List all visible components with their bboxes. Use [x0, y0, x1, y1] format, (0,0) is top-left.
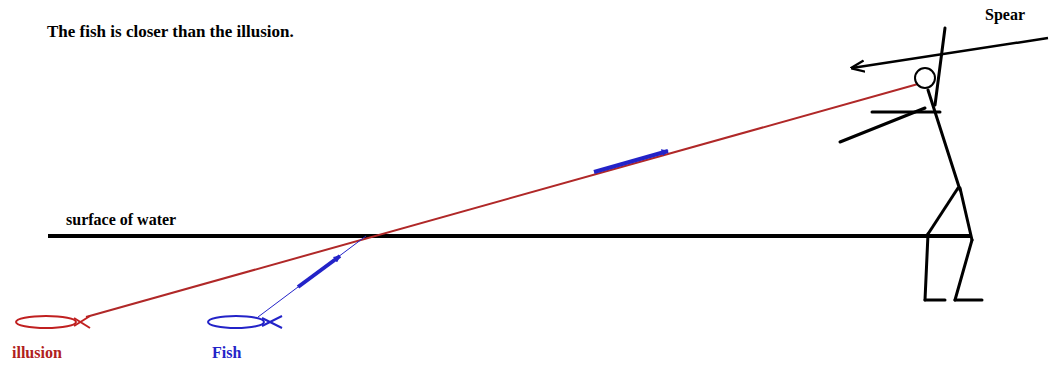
- water-surface: [48, 234, 970, 238]
- spear: [852, 38, 1048, 68]
- stick-figure: [840, 28, 982, 300]
- direction-arrow: [298, 256, 340, 287]
- spear-label: Spear: [985, 6, 1025, 24]
- illusion-label: illusion: [12, 344, 62, 362]
- real-fish: [208, 316, 282, 328]
- direction-arrow: [594, 151, 668, 172]
- illusion-fish: [16, 316, 90, 328]
- apparent-ray: [86, 84, 918, 317]
- title: The fish is closer than the illusion.: [47, 22, 294, 42]
- fish-label: Fish: [212, 344, 241, 362]
- surface-label: surface of water: [66, 211, 176, 229]
- refracted-ray: [258, 236, 366, 317]
